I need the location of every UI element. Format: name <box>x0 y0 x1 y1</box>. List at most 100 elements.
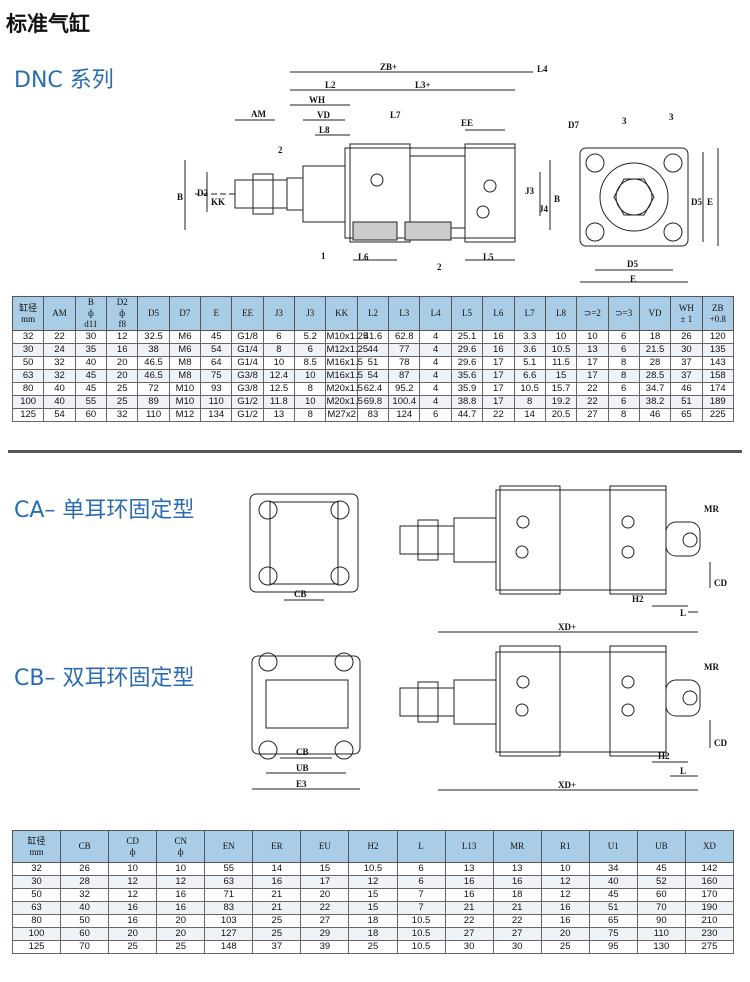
table-cell: 12.5 <box>262 382 296 396</box>
column-header: D7 <box>168 296 202 331</box>
table-cell: 65 <box>670 408 703 422</box>
column-header: R1 <box>540 830 590 863</box>
table-cell: 18 <box>492 888 542 902</box>
column-header: J3 <box>294 296 327 331</box>
dim-label: XD+ <box>558 622 576 632</box>
table-cell: 11.8 <box>262 395 296 409</box>
table-cell: 29.6 <box>450 356 484 370</box>
table-cell: 4 <box>419 382 452 396</box>
table-cell: 28 <box>638 356 672 370</box>
table-cell: 26 <box>670 330 703 344</box>
column-header: L2 <box>356 296 390 331</box>
table-cell: 87 <box>388 369 421 383</box>
table-cell: 93 <box>200 382 233 396</box>
table-cell: 60 <box>636 888 686 902</box>
table-cell: 32 <box>43 356 76 370</box>
table-cell: 40 <box>43 382 76 396</box>
table-cell: 110 <box>636 927 686 941</box>
table-cell: 4 <box>419 395 452 409</box>
table-cell: 17 <box>576 369 609 383</box>
table-cell: 16 <box>108 901 158 915</box>
table-cell: 10 <box>544 330 578 344</box>
table-cell: 12 <box>348 875 398 889</box>
table-cell: 34.7 <box>638 382 672 396</box>
table-cell: G1/2 <box>231 395 264 409</box>
table-cell: 12.4 <box>262 369 296 383</box>
column-header: L6 <box>482 296 515 331</box>
table-cell: 70 <box>636 901 686 915</box>
table-cell: 6 <box>294 343 327 357</box>
table-cell: 7 <box>396 901 446 915</box>
dim-label: WH <box>309 95 325 105</box>
table-cell: 10 <box>262 356 296 370</box>
dim-label: L7 <box>390 110 401 120</box>
table-cell: 22 <box>576 382 609 396</box>
dim-label: H2 <box>658 751 670 761</box>
table-cell: 72 <box>137 382 170 396</box>
table-cell: 25.1 <box>450 330 484 344</box>
table-cell: 20 <box>106 369 139 383</box>
dim-label: L4 <box>537 64 548 74</box>
table-cell: 22 <box>492 914 542 928</box>
table-cell: 30 <box>74 330 108 344</box>
table-cell: 12 <box>108 888 158 902</box>
table-cell: 30 <box>670 343 703 357</box>
table-cell: G1/4 <box>231 343 264 357</box>
table-cell: 10 <box>156 862 206 876</box>
table-cell: 8 <box>607 369 640 383</box>
table-cell: 50 <box>60 914 110 928</box>
table-cell: 22 <box>482 408 515 422</box>
dim-label: E <box>707 197 713 207</box>
table-cell: 10 <box>294 369 327 383</box>
column-header: ⊃=3 <box>607 296 640 331</box>
table-cell: G3/8 <box>231 369 264 383</box>
column-header: L3 <box>388 296 421 331</box>
table-cell: 90 <box>636 914 686 928</box>
table-cell: 25 <box>252 927 302 941</box>
column-header: E <box>200 296 233 331</box>
table-cell: 6 <box>607 395 640 409</box>
table-cell: 44.7 <box>450 408 484 422</box>
table-cell: 6 <box>262 330 296 344</box>
table-cell: 12 <box>156 875 206 889</box>
table-cell: 25 <box>106 382 139 396</box>
table-cell: 24 <box>43 343 76 357</box>
dim-label: CD <box>714 738 727 748</box>
table-cell: 75 <box>588 927 638 941</box>
table-cell: 20 <box>300 888 350 902</box>
page-title: 标准气缸 <box>6 11 90 36</box>
table-cell: 20.5 <box>544 408 578 422</box>
table-cell: 100.4 <box>388 395 421 409</box>
table-cell: M6 <box>168 330 202 344</box>
dim-label: KK <box>211 197 225 207</box>
table-cell: 45 <box>74 382 108 396</box>
table-cell: 50 <box>11 888 62 902</box>
dim-label: MR <box>704 504 719 514</box>
table-cell: 22 <box>300 901 350 915</box>
table-cell: 65 <box>588 914 638 928</box>
dim-label: B <box>554 194 560 204</box>
table-cell: 46 <box>638 408 672 422</box>
table-cell: 17 <box>482 356 515 370</box>
table-cell: 54 <box>43 408 76 422</box>
table-cell: 16 <box>156 888 206 902</box>
dim-label: L <box>680 766 686 776</box>
table-cell: 21 <box>252 901 302 915</box>
table-cell: 55 <box>204 862 254 876</box>
table-cell: 54 <box>356 369 390 383</box>
table-cell: 75 <box>200 369 233 383</box>
table-cell: 45 <box>74 369 108 383</box>
table-cell: 51 <box>670 395 703 409</box>
table-cell: 46.5 <box>137 356 170 370</box>
table-cell: M8 <box>168 369 202 383</box>
table-cell: 8 <box>607 408 640 422</box>
table-cell: 6 <box>607 343 640 357</box>
table-cell: 158 <box>701 369 735 383</box>
table-cell: 6 <box>607 382 640 396</box>
table-cell: M10x1.25 <box>325 330 369 344</box>
